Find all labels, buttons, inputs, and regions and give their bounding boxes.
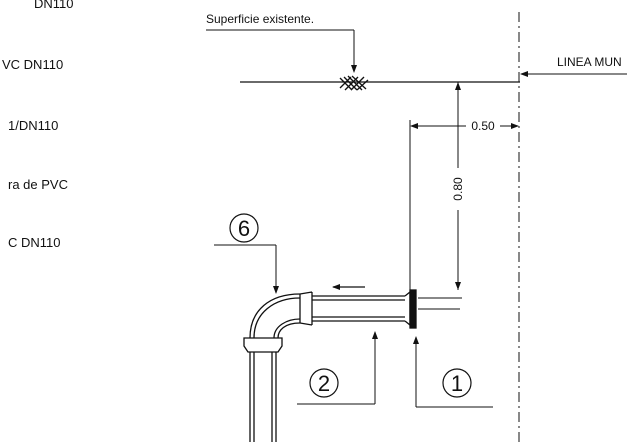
callout-1-number: 1: [451, 371, 463, 396]
pipe-flange: [404, 289, 417, 329]
callout-6-number: 6: [238, 216, 250, 241]
callout-2: 2: [297, 331, 378, 405]
boundary-label: LINEA MUN: [557, 55, 622, 69]
callout-6: 6: [214, 213, 279, 294]
legend-item-4: ra de PVC: [8, 177, 68, 192]
horizontal-pipe: [299, 291, 405, 326]
surface-hatch: [339, 75, 369, 91]
legend-item-5: C DN110: [8, 235, 61, 250]
dimension-horizontal: 0.50: [409, 119, 519, 290]
surface-leader: [206, 29, 357, 73]
legend-item-2: VC DN110: [2, 57, 64, 72]
dimension-vertical: 0.80: [418, 82, 465, 299]
callout-2-number: 2: [318, 371, 330, 396]
legend-item-1: DN110: [34, 0, 74, 11]
dimension-vertical-text: 0.80: [451, 177, 465, 201]
callout-1: 1: [413, 336, 493, 408]
dimension-horizontal-text: 0.50: [471, 119, 495, 133]
pipe-elbow: [249, 293, 301, 339]
legend-item-3: 1/DN110: [8, 118, 59, 133]
vertical-pipe: [243, 337, 283, 442]
surface-label: Superficie existente.: [206, 12, 315, 26]
